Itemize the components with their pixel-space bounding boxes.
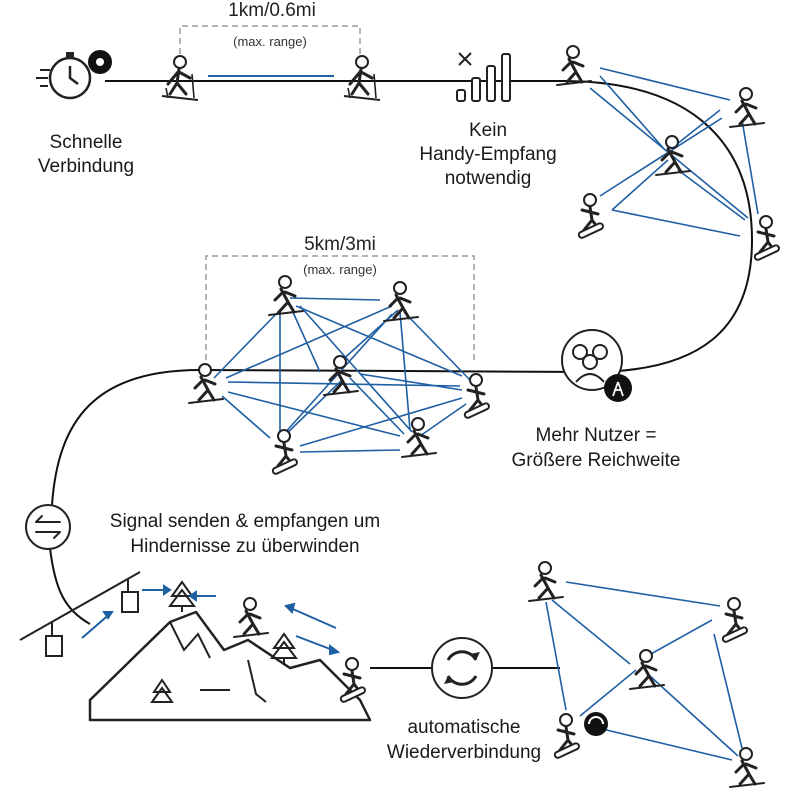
skier-icon bbox=[267, 274, 305, 317]
feature-reconnect-line2: Wiederverbindung bbox=[387, 742, 541, 763]
reconnect-cycle-icon bbox=[431, 637, 493, 699]
arrows-exchange-icon bbox=[25, 504, 71, 550]
feature-fast-connection-line2: Verbindung bbox=[38, 156, 134, 177]
skier-icon bbox=[342, 54, 382, 102]
skier-icon bbox=[160, 54, 200, 102]
middle-range-value: 5km/3mi bbox=[304, 234, 376, 255]
skier-icon bbox=[555, 44, 593, 87]
top-track-line bbox=[105, 80, 754, 373]
feature-reconnect-line1: automatische bbox=[407, 717, 520, 738]
middle-track-line bbox=[51, 368, 591, 506]
feature-no-signal-line1: Kein bbox=[469, 120, 507, 141]
reconnect-badge-icon bbox=[584, 712, 608, 736]
feature-more-users-line2: Größere Reichweite bbox=[512, 450, 681, 471]
bottom-track-left bbox=[49, 547, 91, 625]
chairlift-icon bbox=[19, 571, 141, 657]
feature-signal-line1: Signal senden & empfangen um bbox=[110, 511, 380, 532]
middle-range-note: (max. range) bbox=[303, 262, 377, 277]
feature-more-users-line1: Mehr Nutzer = bbox=[536, 425, 657, 446]
snowboarder-icon bbox=[270, 428, 300, 477]
tree-icon bbox=[270, 632, 298, 664]
top-right-mesh-links bbox=[589, 67, 759, 237]
middle-mesh-links bbox=[213, 297, 471, 453]
signal-arrows bbox=[81, 584, 341, 656]
skier-icon bbox=[322, 354, 360, 397]
snowboarder-icon bbox=[338, 656, 368, 705]
group-antenna-icon bbox=[561, 329, 632, 402]
snowboarder-icon bbox=[462, 372, 492, 421]
tree-icon bbox=[150, 678, 174, 703]
snowboarder-icon bbox=[752, 214, 782, 263]
stopwatch-gear-icon bbox=[36, 50, 112, 100]
no-signal-bars-icon bbox=[456, 52, 511, 102]
feature-fast-connection-line1: Schnelle bbox=[50, 132, 123, 153]
middle-range-bracket bbox=[205, 255, 475, 360]
snowboarder-icon bbox=[720, 596, 750, 645]
feature-no-signal-line3: notwendig bbox=[445, 168, 532, 189]
top-range-note: (max. range) bbox=[233, 34, 307, 49]
top-range-value: 1km/0.6mi bbox=[228, 0, 316, 21]
skier-icon bbox=[400, 416, 438, 459]
snowboarder-icon bbox=[576, 192, 606, 241]
feature-no-signal-line2: Handy-Empfang bbox=[419, 144, 556, 165]
mountains-illustration bbox=[88, 610, 372, 722]
feature-signal-line2: Hindernisse zu überwinden bbox=[130, 536, 359, 557]
bottom-right-mesh-links bbox=[545, 581, 743, 761]
snowboarder-icon bbox=[552, 712, 582, 761]
skier-icon bbox=[232, 596, 270, 639]
tree-icon bbox=[168, 580, 196, 612]
skier-icon bbox=[728, 86, 766, 129]
skier-icon bbox=[527, 560, 565, 603]
